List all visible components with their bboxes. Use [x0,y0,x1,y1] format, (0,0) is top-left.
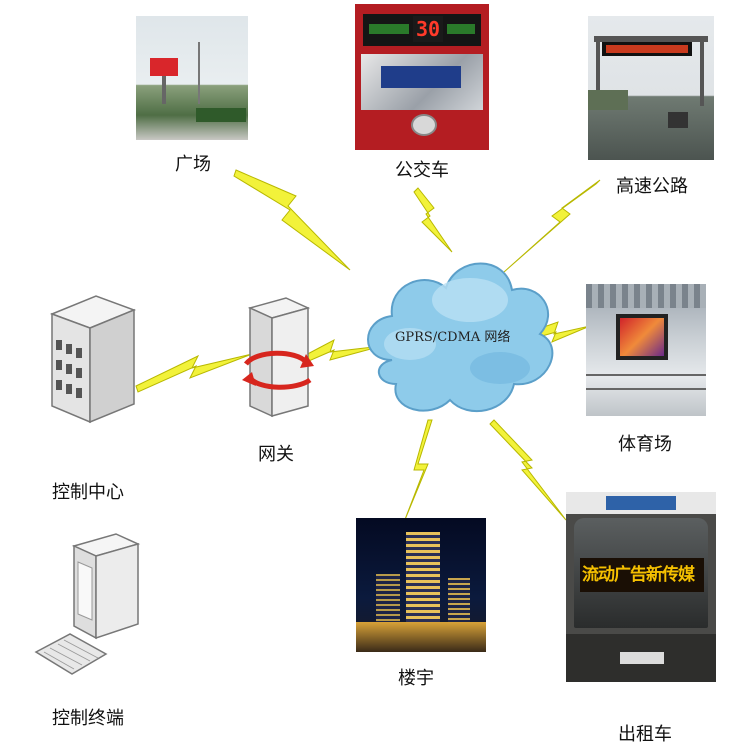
stadium-photo [586,284,706,416]
control-terminal-label: 控制终端 [52,708,124,729]
control-center-icon [49,295,137,424]
taxi-label: 出租车 [618,724,672,745]
building-photo [356,518,486,652]
network-label: GPRS/CDMA 网络 [395,330,511,345]
highway-photo [588,16,714,160]
gateway-server-icon [242,297,314,418]
plaza-label: 广场 [175,154,211,175]
building-label: 楼宇 [398,668,434,689]
highway-label: 高速公路 [616,176,688,197]
lightning-bolt-plaza [233,169,351,271]
bus-photo: 30 [355,4,489,150]
control-terminal-icon [34,533,141,675]
taxi-led-text: 流动广告新传媒 [582,565,695,585]
lightning-bolt-highway [503,179,601,273]
bus-label: 公交车 [395,160,449,181]
lightning-bolt-control [135,353,253,393]
lightning-bolt-bus [413,187,453,253]
lightning-bolt-taxi [489,419,567,521]
taxi-photo: 流动广告新传媒 [566,492,716,682]
control-center-label: 控制中心 [52,482,124,503]
bus-led-number: 30 [413,16,443,42]
lightning-bolt-building [403,419,433,523]
network-cloud [367,262,554,413]
stadium-label: 体育场 [618,434,672,455]
gateway-label: 网关 [258,444,294,465]
plaza-photo [136,16,248,140]
